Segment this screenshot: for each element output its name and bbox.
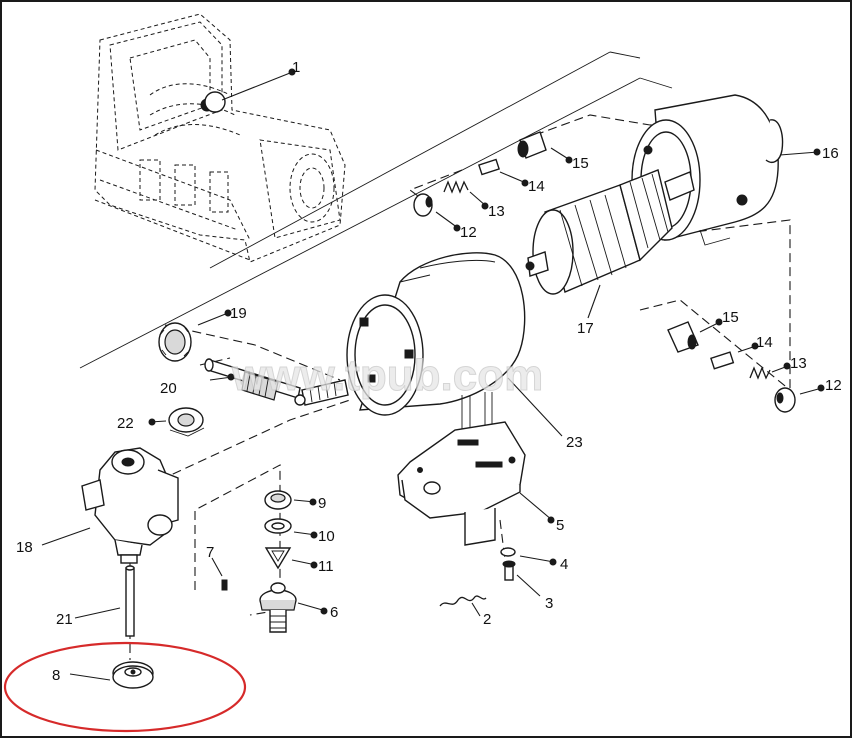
callout-5: 5 — [556, 517, 564, 534]
callout-13-lower: 13 — [790, 355, 807, 372]
callout-3: 3 — [545, 595, 553, 612]
part-3-screw — [502, 560, 516, 581]
callout-15-upper: 15 — [572, 155, 589, 172]
callout-22: 22 — [117, 415, 134, 432]
callout-15-lower: 15 — [722, 309, 739, 326]
part-21-pin — [125, 565, 135, 637]
part-22-small-gear — [168, 407, 205, 437]
callout-18: 18 — [16, 539, 33, 556]
callout-2: 2 — [483, 611, 491, 628]
callout-13-upper: 13 — [488, 203, 505, 220]
leader-lines — [41, 68, 825, 681]
callout-10: 10 — [318, 528, 335, 545]
engine-assembly-sketch — [94, 13, 346, 263]
brush-assembly-lower — [667, 321, 796, 413]
callout-1: 1 — [292, 59, 300, 76]
part-11-retainer — [264, 547, 292, 570]
callout-numbers: 1 2 3 4 5 6 7 8 9 10 11 12 12 13 13 14 1… — [16, 59, 842, 684]
part-14-upper-brush — [478, 158, 500, 176]
part-7-pin — [221, 579, 228, 591]
callout-17: 17 — [577, 320, 594, 337]
watermark: www.tpub.com — [231, 351, 543, 400]
callout-20: 20 — [160, 380, 177, 397]
callout-6: 6 — [330, 604, 338, 621]
part-6-fitting — [259, 582, 297, 633]
callout-23: 23 — [566, 434, 583, 451]
part-14-lower-brush — [710, 351, 735, 370]
callout-19: 19 — [230, 305, 247, 322]
callout-21: 21 — [56, 611, 73, 628]
callout-8: 8 — [52, 667, 60, 684]
callout-4: 4 — [560, 556, 568, 573]
callout-14-upper: 14 — [528, 178, 545, 195]
callout-9: 9 — [318, 495, 326, 512]
part-13-upper-spring — [443, 180, 469, 194]
part-17-armature — [525, 169, 695, 295]
part-5-mounting-plate — [397, 421, 526, 546]
callout-7: 7 — [206, 544, 214, 561]
part-8-bushing — [112, 661, 154, 689]
part-9-nut — [264, 490, 292, 510]
part-18-gear-housing — [81, 447, 179, 564]
callout-12-upper: 12 — [460, 224, 477, 241]
highlight-ellipse — [3, 641, 247, 733]
callout-14-lower: 14 — [756, 334, 773, 351]
part-13-lower-spring — [749, 366, 771, 380]
callout-11: 11 — [318, 558, 334, 575]
part-23-field-housing — [346, 252, 526, 436]
part-10-washer — [264, 518, 292, 534]
part-2-wire — [439, 595, 487, 607]
part-4-washer — [500, 547, 516, 557]
part-19-gear — [158, 322, 192, 362]
callout-12-lower: 12 — [825, 377, 842, 394]
callout-16: 16 — [822, 145, 839, 162]
part-20-shaft — [204, 358, 349, 406]
brush-assembly-upper — [413, 131, 547, 217]
